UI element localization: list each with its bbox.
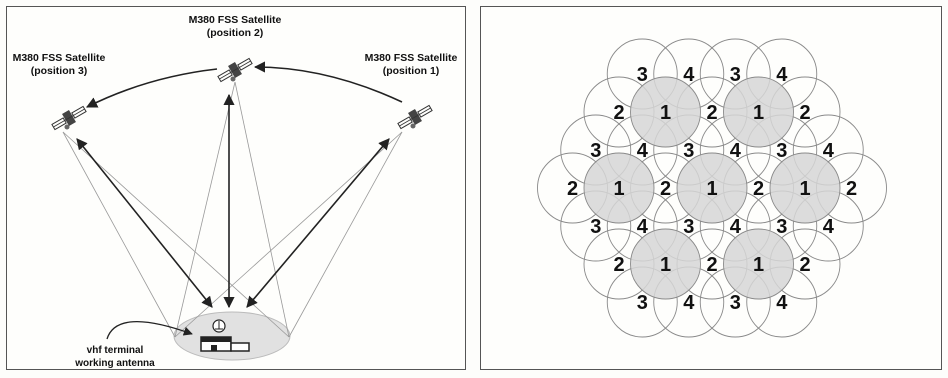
cell-label: 1 [706, 178, 717, 200]
cell-circle-highlighted [723, 76, 794, 148]
terminal-antenna-icon [212, 319, 226, 333]
cell-label: 4 [730, 140, 742, 162]
cell-label: 3 [637, 292, 648, 314]
cell-circle-highlighted [630, 76, 701, 148]
cell-label: 2 [567, 178, 578, 200]
satellite-label-position-1-line1: M380 FSS Satellite [365, 52, 458, 64]
cell-label: 1 [753, 254, 764, 276]
cell-label: 3 [590, 216, 601, 238]
satellite-label-position-1-line2: (position 1) [383, 65, 440, 77]
coverage-ellipse [173, 311, 291, 361]
cell-label: 2 [613, 254, 624, 276]
cell-circle-highlighted [723, 228, 794, 300]
cell-circle-highlighted [583, 152, 655, 224]
satellite-label-position-3-line1: M380 FSS Satellite [13, 52, 106, 64]
cell-label: 2 [799, 102, 810, 124]
cell-label: 3 [590, 140, 601, 162]
cell-label: 1 [613, 178, 624, 200]
cell-label: 4 [730, 216, 742, 238]
cell-label: 4 [637, 140, 649, 162]
satellite-icon-position-2 [217, 57, 253, 83]
cell-label: 4 [823, 216, 835, 238]
terminal-building-icon [200, 336, 250, 352]
cell-label: 2 [660, 178, 671, 200]
cell-label: 3 [683, 140, 694, 162]
terminal-pointer-arrow [106, 320, 193, 340]
link-arrows [76, 93, 390, 309]
cell-label: 2 [706, 102, 717, 124]
cell-label: 3 [776, 216, 787, 238]
satellite-label-position-2-line1: M380 FSS Satellite [189, 14, 282, 26]
cell-label: 1 [753, 102, 764, 124]
cell-circle-highlighted [676, 152, 748, 224]
cell-label: 1 [799, 178, 810, 200]
cell-circle-highlighted [630, 228, 701, 300]
cell-label: 2 [706, 254, 717, 276]
orbit-arrow-2-to-3 [85, 68, 218, 108]
cell-circle-highlighted [769, 152, 841, 224]
satellite-label-position-3-line2: (position 3) [31, 65, 88, 77]
satellite-label-position-2-line2: (position 2) [207, 27, 264, 39]
terminal-label-line2: working antenna [74, 358, 155, 369]
cell-label: 4 [823, 140, 835, 162]
cell-label: 4 [683, 64, 695, 86]
cell-label: 3 [637, 64, 648, 86]
cell-label: 4 [637, 216, 649, 238]
cell-label: 3 [683, 216, 694, 238]
cell-label: 4 [776, 292, 788, 314]
cell-label: 2 [846, 178, 857, 200]
cell-label: 2 [799, 254, 810, 276]
cell-label: 4 [776, 64, 788, 86]
satellite-icon-position-1 [397, 104, 433, 130]
cell-label: 1 [660, 102, 671, 124]
cell-label: 3 [730, 292, 741, 314]
cell-label: 4 [683, 292, 695, 314]
satellite-diagram: M380 FSS Satellite (position 2) M380 FSS… [13, 14, 458, 369]
terminal-label-line1: vhf terminal [87, 345, 144, 356]
satellite-diagram-panel: M380 FSS Satellite (position 2) M380 FSS… [6, 6, 466, 370]
cell-label: 3 [776, 140, 787, 162]
cell-label: 3 [730, 64, 741, 86]
coverage-lines [62, 81, 403, 338]
cell-label: 2 [753, 178, 764, 200]
orbit-arrow-1-to-2 [253, 61, 403, 103]
cell-label: 1 [660, 254, 671, 276]
cell-label: 2 [613, 102, 624, 124]
satellite-icon-position-3 [51, 105, 87, 131]
